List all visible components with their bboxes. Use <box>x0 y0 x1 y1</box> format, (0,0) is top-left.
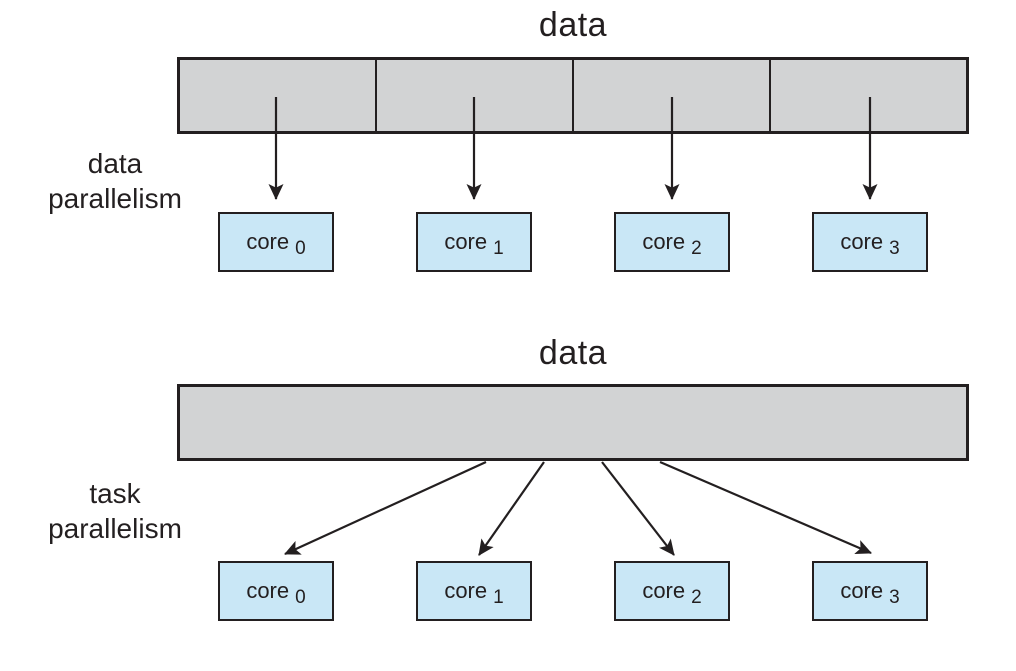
arrow-task-core1 <box>478 461 545 556</box>
data-segment-2 <box>574 60 771 131</box>
core-index: 3 <box>889 587 900 608</box>
core-label: core <box>444 229 488 254</box>
core-index: 2 <box>691 587 702 608</box>
core-label: core <box>642 578 686 603</box>
core-label: core <box>642 229 686 254</box>
arrow-task-core0 <box>284 460 487 556</box>
data-segment-1 <box>377 60 574 131</box>
section2-label-line2: parallelism <box>48 513 182 544</box>
core-index: 3 <box>889 238 900 259</box>
core-index: 1 <box>493 587 504 608</box>
core-index: 1 <box>493 238 504 259</box>
data-segment-0 <box>180 60 377 131</box>
core-label: core <box>840 578 884 603</box>
core-label: core <box>246 229 290 254</box>
core-label: core <box>444 578 488 603</box>
section2-label: task parallelism <box>15 476 215 546</box>
section1-title: data <box>538 6 608 44</box>
data-segment-whole <box>180 387 966 458</box>
data-segment-3 <box>771 60 966 131</box>
section2-title: data <box>538 334 608 372</box>
data-array-segmented <box>177 57 969 134</box>
arrow-task-core2 <box>601 461 675 556</box>
arrow-task-core3 <box>659 460 872 555</box>
core-label: core <box>840 229 884 254</box>
data-array-whole <box>177 384 969 461</box>
core-index: 0 <box>295 587 306 608</box>
core-label: core <box>246 578 290 603</box>
core-index: 0 <box>295 238 306 259</box>
section1-label-line1: data <box>87 148 143 179</box>
section1-label-line2: parallelism <box>48 183 182 214</box>
section1-label: data parallelism <box>15 146 215 216</box>
core-index: 2 <box>691 238 702 259</box>
section2-label-line1: task <box>89 478 141 509</box>
